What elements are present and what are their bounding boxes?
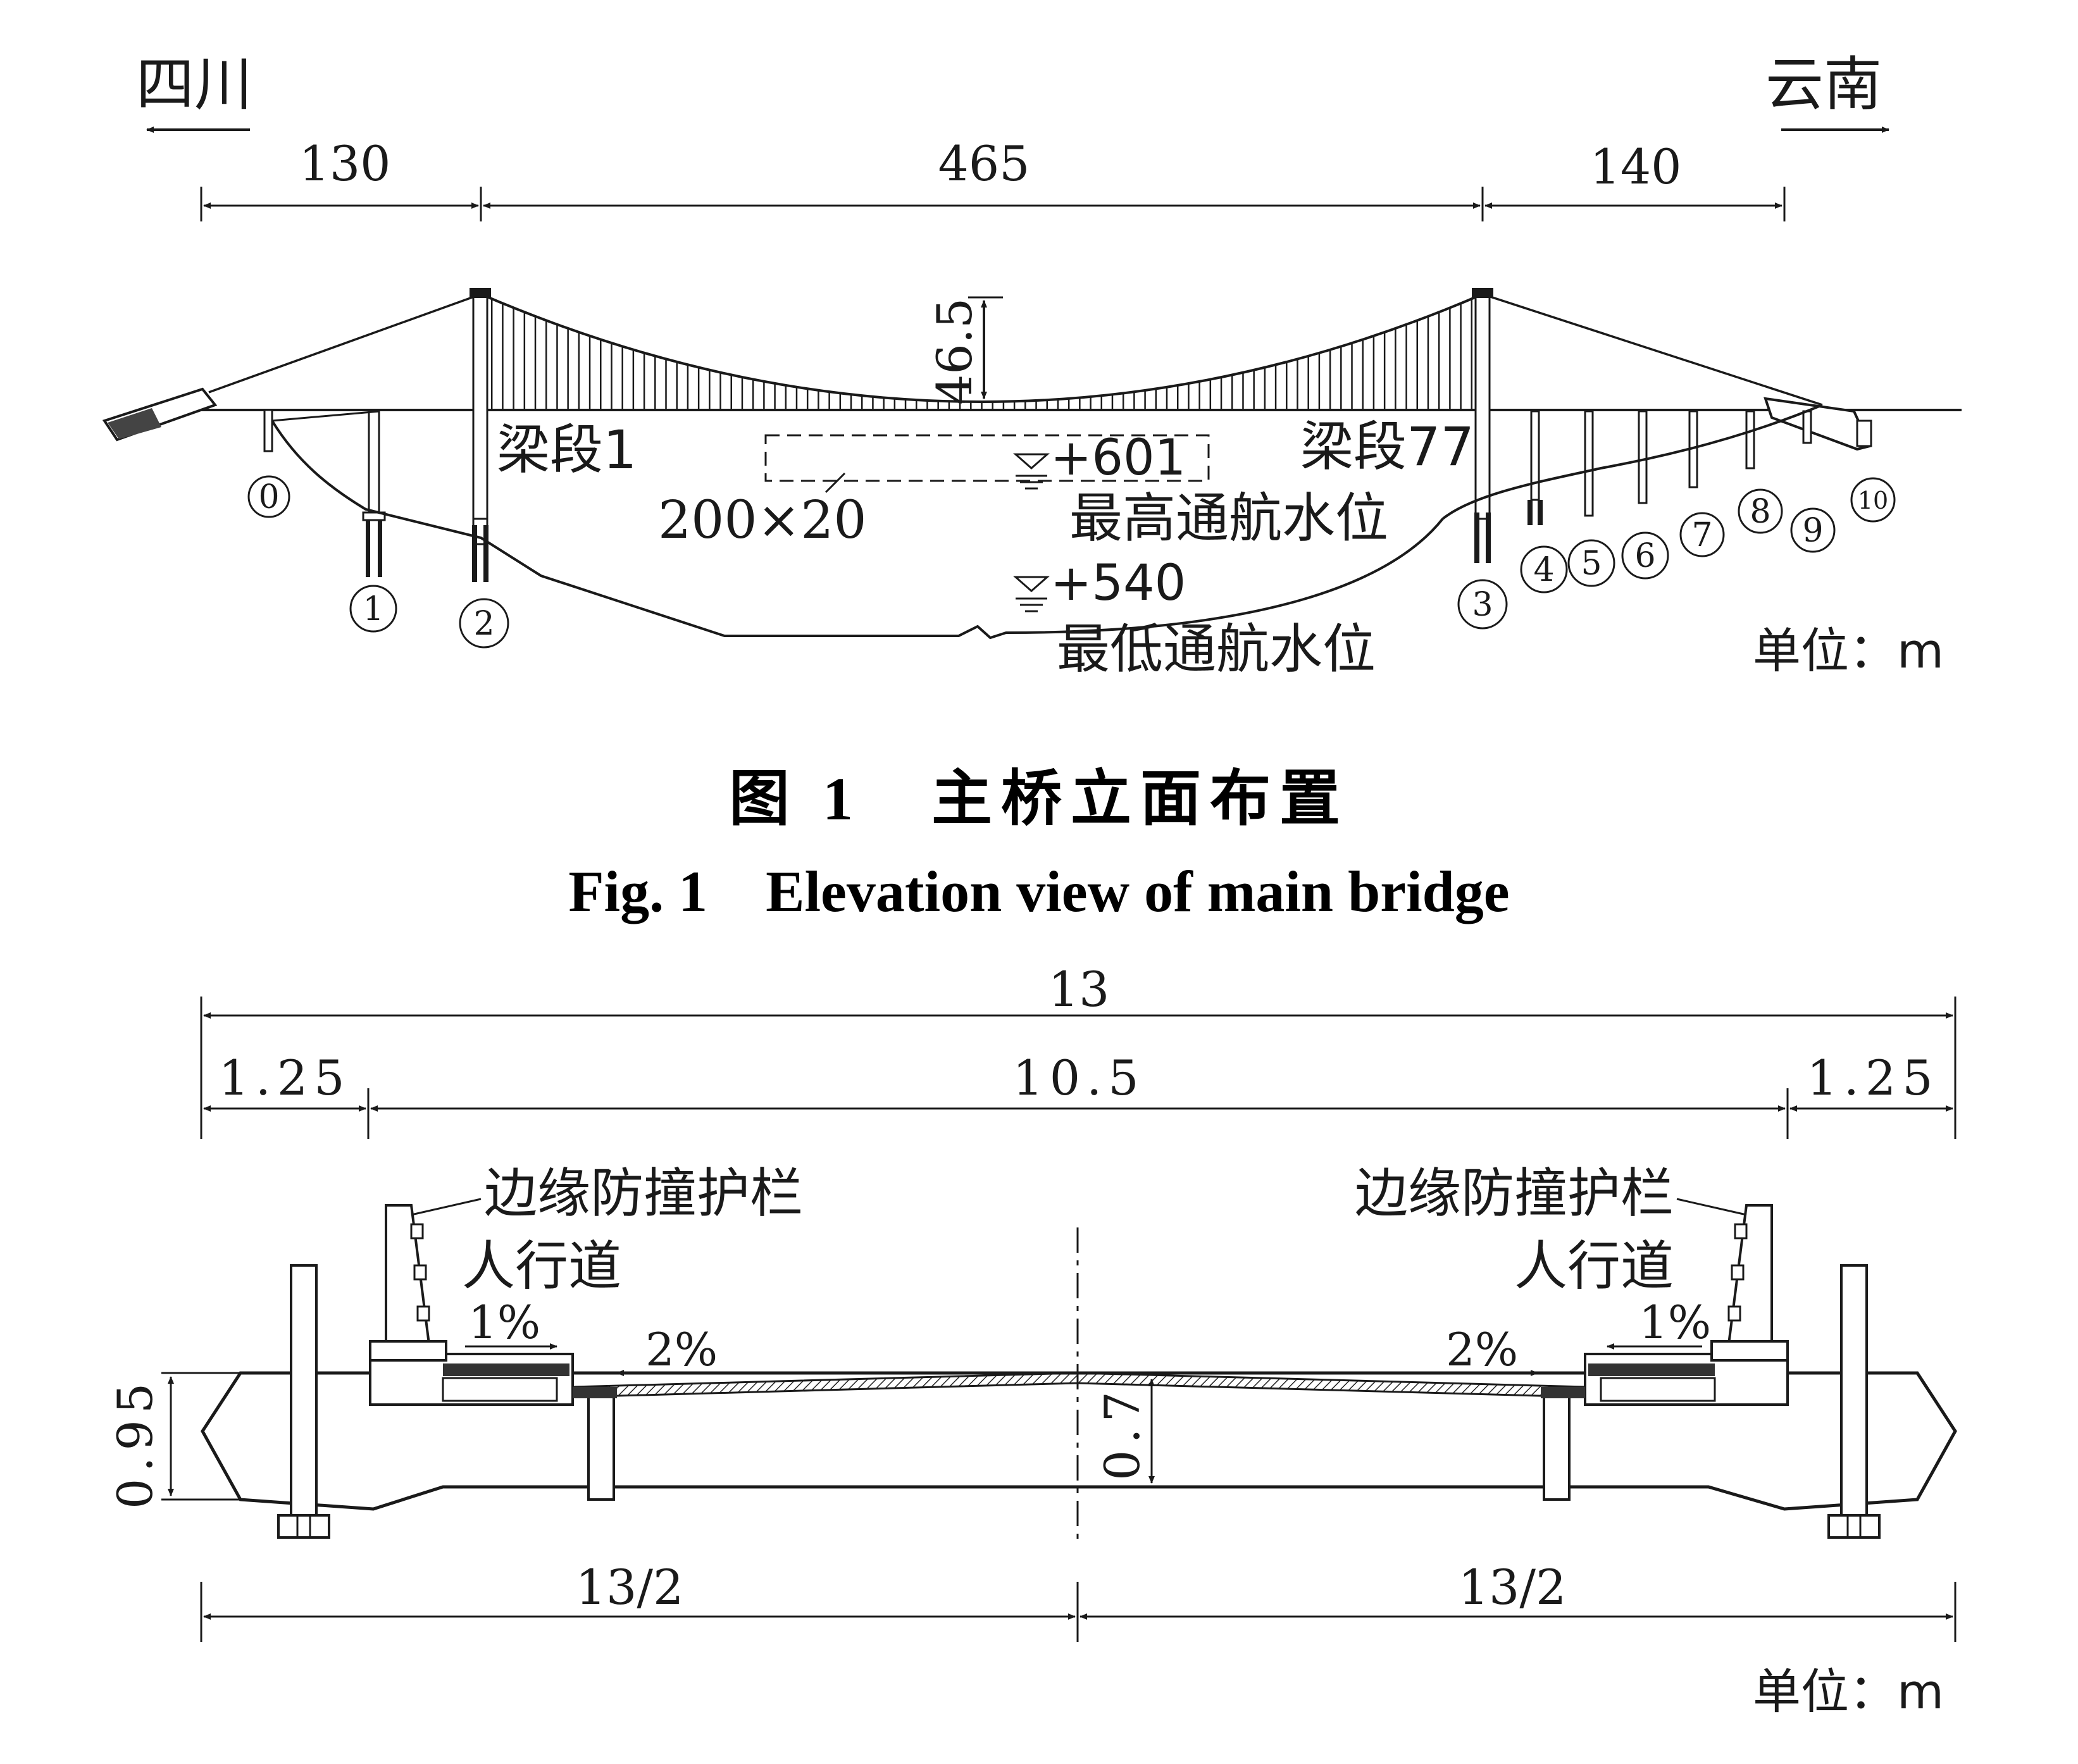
tower-right [1472, 288, 1493, 563]
middle-width-value: 10.5 [1012, 1050, 1145, 1106]
span-left-value: 130 [299, 135, 390, 192]
pier-number-circle [1457, 579, 1508, 630]
girder-outline [201, 1371, 1957, 1511]
direction-right-label: 云南 [1765, 51, 1882, 118]
water-level-low-label: 最低通航水位 [1057, 618, 1376, 680]
sidewalk-right [1584, 1353, 1789, 1406]
water-level-high-value: +601 [1050, 430, 1186, 487]
pier-number-0: 0 [258, 478, 279, 516]
fig1-elevation: 四川 云南 130 465 140 [102, 51, 1962, 680]
span-dimension [200, 187, 1786, 221]
total-width-value: 13 [1048, 961, 1110, 1017]
fig1-caption-cn: 图 1 主桥立面布置 [729, 765, 1349, 833]
approach-pier [1745, 410, 1755, 469]
fig1-caption-en: Fig. 1 Elevation view of main bridge [568, 859, 1509, 924]
guardrail-right-label: 边缘防撞护栏 [1355, 1162, 1674, 1224]
sidewalk-right-label: 人行道 [1514, 1235, 1674, 1297]
slope-deck-left-value: 2% [645, 1323, 718, 1376]
crossbeam-left [573, 1387, 617, 1501]
approach-pier [1638, 410, 1648, 504]
pier-number-circle [1621, 531, 1669, 580]
main-cable [480, 293, 1483, 403]
backstay-right [1482, 293, 1823, 406]
hangers [490, 299, 1473, 410]
clearance-box [764, 434, 1210, 482]
guardrail-right-leader [1676, 1198, 1747, 1216]
suspender-left [277, 1264, 330, 1539]
pier-number-circle [349, 585, 397, 633]
fig2-unit-label: 单位：m [1753, 1663, 1944, 1720]
side-width-left-value: 1.25 [218, 1050, 351, 1106]
guardrail-left [369, 1204, 447, 1362]
sidewalk-left [369, 1353, 574, 1406]
pier-number-circle [459, 598, 509, 649]
pier-number-circle [1738, 488, 1783, 534]
pier-number-7: 7 [1691, 516, 1712, 554]
crossbeam-right [1541, 1387, 1585, 1501]
pier-number-4: 4 [1533, 551, 1554, 589]
tower-left [470, 288, 491, 582]
beam-height-value: 0.95 [107, 1377, 163, 1509]
water-level-high-label: 最高通航水位 [1069, 487, 1388, 549]
side-width-right-value: 1.25 [1807, 1050, 1939, 1106]
slope-deck-right-value: 2% [1446, 1323, 1518, 1376]
pier-number-6: 6 [1634, 537, 1655, 575]
segment-first-label: 梁段1 [497, 419, 637, 481]
pier-1 [362, 410, 386, 577]
pier-number-10: 10 [1858, 487, 1888, 514]
guardrail-right [1710, 1204, 1789, 1362]
pier-number-8: 8 [1750, 493, 1770, 531]
pier-number-circle [247, 475, 290, 518]
sidewalk-left-label: 人行道 [462, 1235, 621, 1297]
clearance-label: 200×20 [658, 490, 867, 550]
span-main-value: 465 [938, 135, 1030, 192]
pier-number-circle [1679, 512, 1725, 557]
ground-line-left [271, 410, 380, 422]
anchorage-left [102, 387, 218, 442]
pier-pile [1527, 500, 1533, 525]
direction-left-label: 四川 [136, 51, 252, 118]
pier-number-circle [1850, 477, 1896, 523]
guardrail-left-label: 边缘防撞护栏 [484, 1162, 803, 1224]
pier-number-circle [1520, 545, 1568, 593]
fig2-cross-section: 13 1.25 10.5 1.25 [107, 961, 1957, 1720]
water-level-low-value: +540 [1050, 555, 1186, 612]
suspender-right [1827, 1264, 1881, 1539]
anchorage-right [1764, 397, 1872, 451]
top-dimension-lines [200, 997, 1957, 1139]
pier-pile [1538, 500, 1543, 525]
half-width-right-value: 13/2 [1459, 1559, 1567, 1615]
slope-side-left-value: 1% [468, 1296, 540, 1349]
clearance-leader [824, 472, 846, 494]
ground-profile [271, 404, 1823, 640]
water-level-low-symbol [1013, 576, 1050, 612]
approach-pier [1530, 410, 1540, 501]
fig1-unit-label: 单位：m [1753, 623, 1944, 679]
half-width-left-value: 13/2 [576, 1559, 684, 1615]
pier-number-circle [1790, 507, 1836, 553]
center-depth-value: 0.7 [1094, 1385, 1150, 1481]
approach-piers-right [1527, 410, 1812, 525]
approach-pier [1802, 410, 1812, 444]
pier-number-circle [1567, 539, 1615, 587]
backstay-left [208, 293, 482, 394]
pier-number-5: 5 [1581, 545, 1602, 583]
segment-last-label: 梁段77 [1300, 416, 1474, 478]
pier-0 [263, 409, 273, 452]
slope-side-right-value: 1% [1639, 1296, 1711, 1349]
span-right-value: 140 [1590, 139, 1681, 195]
water-level-high-symbol [1013, 453, 1050, 490]
pier-number-2: 2 [473, 605, 494, 643]
pier-number-3: 3 [1472, 586, 1493, 624]
sag-value: 46.5 [926, 298, 983, 405]
pier-number-1: 1 [363, 590, 383, 628]
bottom-dimension-lines [200, 1582, 1957, 1642]
pier-number-9: 9 [1802, 512, 1823, 550]
guardrail-left-leader [411, 1198, 482, 1216]
approach-pier [1584, 410, 1594, 517]
